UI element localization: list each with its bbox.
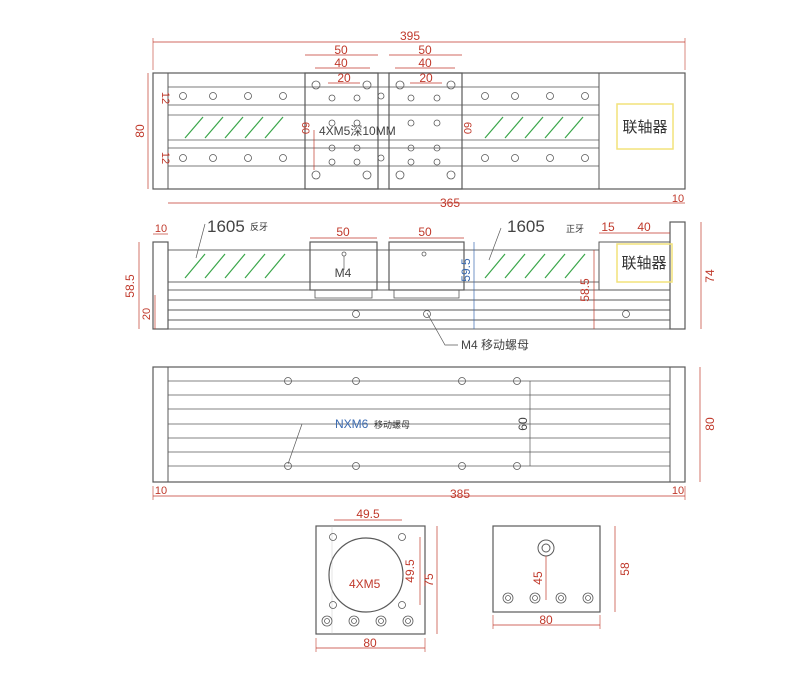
side-nut-callout: M4 移动螺母: [461, 338, 529, 352]
side-screw-left-suffix: 反牙: [250, 222, 268, 232]
top-view-labels: 395 50 50 40 40 20 20 80 12 12 60 60 4XM…: [133, 29, 684, 210]
bottom-view-labels: NXM6 移动螺母 60 80 10 385 10: [155, 417, 717, 501]
side-carriage-left: 50: [336, 225, 350, 239]
side-view-holes: [341, 251, 630, 318]
bottom-hole-spacing: 60: [516, 417, 530, 431]
top-stroke: 365: [440, 196, 460, 210]
tail-height: 58: [618, 562, 632, 576]
top-carriage-width-left: 50: [334, 43, 348, 57]
side-view-labels: 10 1605 反牙 50 50 1605 正牙 15 40 58.5 20 5…: [123, 217, 717, 352]
top-carriage-height-left: 60: [299, 122, 311, 134]
side-view-screw-hatch: [184, 253, 586, 279]
top-hole-span-left: 40: [334, 56, 348, 70]
side-screw-right: 1605: [507, 217, 545, 236]
motor-width: 80: [363, 636, 377, 650]
end-view-tail-labels: 45 58 80: [531, 562, 632, 627]
bottom-length: 385: [450, 487, 470, 501]
side-screw-right-suffix: 正牙: [566, 224, 584, 234]
end-view-motor-holes: [321, 533, 414, 627]
top-carriage-width-right: 50: [418, 43, 432, 57]
motor-hole-span-vertical: 49.5: [403, 559, 417, 583]
side-center-height-left: 58.5: [123, 274, 137, 298]
bottom-nut-callout-suffix: 移动螺母: [374, 419, 410, 430]
top-coupling-label: 联轴器: [622, 119, 667, 136]
motor-height: 75: [422, 573, 436, 587]
tail-shaft-height: 45: [531, 571, 545, 585]
end-view-tail: [492, 525, 616, 629]
side-center-height-right: 58.5: [578, 278, 592, 302]
side-screw-left: 1605: [207, 217, 245, 236]
top-rail-offset-top: 12: [159, 92, 171, 104]
bottom-end-right: 10: [672, 485, 684, 497]
side-overall-height: 74: [703, 269, 717, 283]
top-view-rail-holes: [179, 80, 589, 180]
top-height: 80: [133, 124, 147, 138]
top-hole-span-right: 40: [418, 56, 432, 70]
side-center-height-mid: 59.5: [459, 258, 473, 282]
side-coupling-label: 联轴器: [621, 255, 666, 272]
motor-holes-label: 4XM5: [349, 577, 381, 591]
top-overall-length: 395: [400, 29, 420, 43]
bottom-nut-callout: NXM6: [335, 417, 369, 431]
side-gap: 15: [601, 220, 615, 234]
tail-width: 80: [539, 613, 553, 627]
end-view-tail-holes: [502, 592, 594, 604]
top-view: [147, 38, 686, 204]
top-end-plate: 10: [672, 193, 684, 205]
side-carriage-right: 50: [418, 225, 432, 239]
bottom-view-holes: [284, 377, 521, 470]
top-view-screw-hatch: [184, 116, 584, 139]
side-base-height: 20: [141, 308, 153, 320]
top-mount-holes-label: 4XM5深10MM: [319, 124, 396, 138]
motor-hole-span: 49.5: [356, 507, 380, 521]
side-carriage-thread: M4: [335, 266, 352, 280]
end-view-motor-labels: 49.5 49.5 4XM5 75 80: [349, 507, 436, 650]
bottom-view: [152, 366, 701, 500]
side-view: [138, 221, 702, 346]
top-rail-offset-bottom: 12: [159, 152, 171, 164]
bottom-width: 80: [703, 417, 717, 431]
bottom-end-left: 10: [155, 485, 167, 497]
end-view-motor: [315, 519, 438, 652]
top-hole-pitch-right: 20: [419, 71, 433, 85]
top-carriage-height-right: 60: [461, 122, 473, 134]
side-motor-seat: 40: [637, 220, 651, 234]
top-hole-pitch-left: 20: [337, 71, 351, 85]
side-end-left: 10: [155, 223, 167, 235]
